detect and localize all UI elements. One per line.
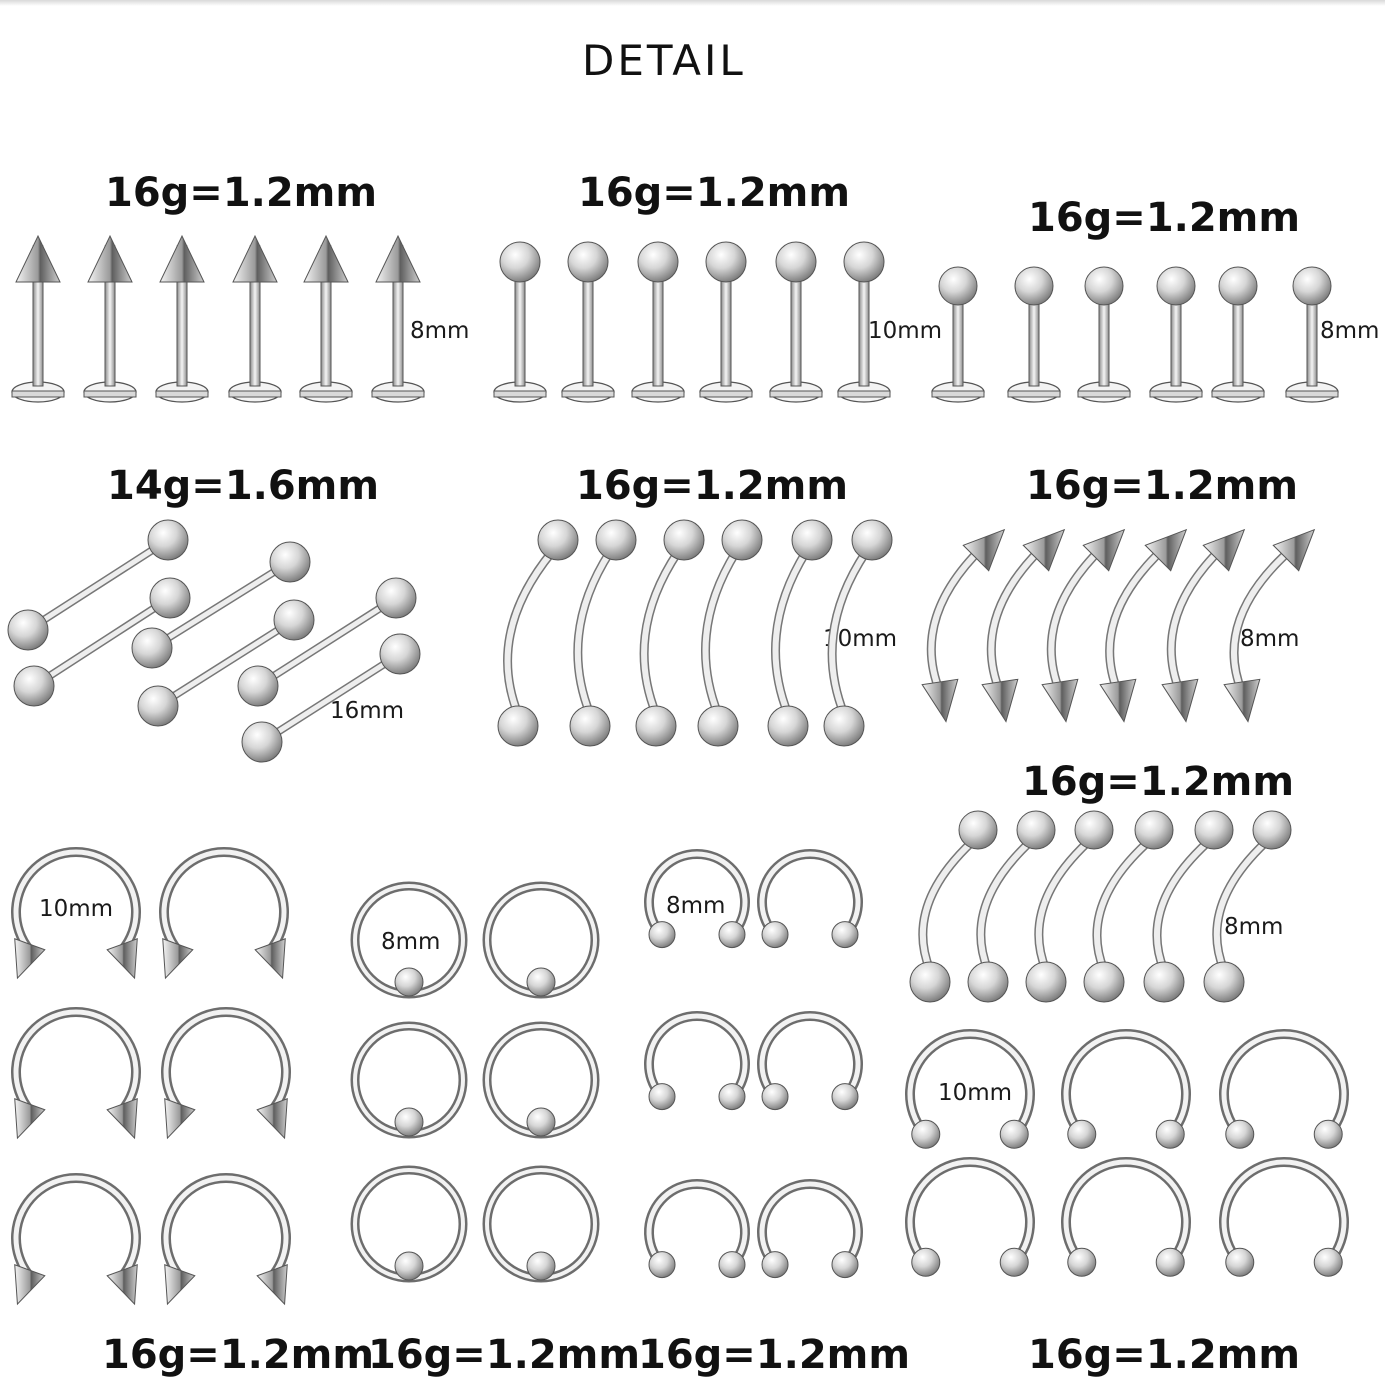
curved-barbell-8-4 — [1083, 810, 1174, 1003]
horseshoe-spike-4 — [161, 1007, 291, 1140]
gauge-label-curved-ball-8: 16g=1.2mm — [1022, 759, 1295, 805]
size-label-horseshoe-spike: 10mm — [39, 896, 114, 922]
gauge-label-ball-labret-8: 16g=1.2mm — [1028, 195, 1301, 241]
horseshoe-spike-6 — [161, 1173, 291, 1306]
gauge-label-horseshoe-ball-10: 16g=1.2mm — [1028, 1332, 1301, 1378]
straight-barbell-3 — [131, 541, 311, 669]
horseshoe-ball-10-3 — [1219, 1029, 1349, 1149]
size-label-horseshoe-ball-8: 8mm — [666, 893, 726, 919]
horseshoe-ball-8-2 — [757, 849, 863, 949]
gauge-label-curved-spike-8: 16g=1.2mm — [1026, 463, 1299, 509]
curved-barbell-spike-2 — [981, 528, 1066, 723]
spike-labret-2 — [83, 234, 137, 403]
spike-labret-5 — [299, 234, 353, 403]
size-label-ball-labret-10: 10mm — [868, 318, 943, 344]
curved-barbell-8-3 — [1025, 810, 1114, 1003]
captive-ring-3 — [350, 1021, 468, 1139]
horseshoe-ball-10-1 — [905, 1029, 1035, 1149]
horseshoe-ball-8-1 — [644, 849, 750, 949]
ball-labret-10-6 — [837, 241, 891, 403]
captive-ring-6 — [482, 1165, 600, 1283]
horseshoe-ball-10-5 — [1061, 1157, 1191, 1277]
horseshoe-ball-8-3 — [644, 1011, 750, 1111]
curved-barbell-8-6 — [1203, 810, 1292, 1003]
ball-labret-8-5 — [1211, 266, 1265, 403]
curved-barbell-10-2 — [569, 519, 637, 747]
size-label-ball-labret-8: 8mm — [1320, 318, 1380, 344]
curved-barbell-8-2 — [967, 810, 1056, 1003]
gauge-label-straight-barbell: 14g=1.6mm — [107, 463, 380, 509]
curved-barbell-8-1 — [909, 810, 998, 1003]
horseshoe-spike-3 — [11, 1007, 141, 1140]
size-label-horseshoe-ball-10: 10mm — [938, 1080, 1013, 1106]
page-title: DETAIL — [582, 36, 746, 85]
horseshoe-ball-10-6 — [1219, 1157, 1349, 1277]
captive-ring-1 — [350, 881, 468, 999]
curved-barbell-spike-4 — [1099, 528, 1188, 723]
ball-labret-10-3 — [631, 241, 685, 403]
gauge-label-curved-ball-10: 16g=1.2mm — [576, 463, 849, 509]
curved-barbell-spike-3 — [1041, 528, 1126, 723]
size-label-captive-ring: 8mm — [381, 929, 441, 955]
captive-ring-4 — [482, 1021, 600, 1139]
ball-labret-10-2 — [561, 241, 615, 403]
horseshoe-ball-10-2 — [1061, 1029, 1191, 1149]
horseshoe-ball-8-5 — [644, 1179, 750, 1279]
spike-labret-6 — [371, 234, 425, 403]
gauge-label-ball-labret-10: 16g=1.2mm — [578, 170, 851, 216]
gauge-label-horseshoe-spike: 16g=1.2mm — [102, 1332, 375, 1378]
curved-barbell-spike-5 — [1161, 528, 1246, 723]
horseshoe-spike-2 — [159, 847, 289, 980]
curved-barbell-10-3 — [635, 519, 705, 747]
horseshoe-ball-10-4 — [905, 1157, 1035, 1277]
straight-barbell-1 — [7, 519, 189, 651]
straight-barbell-2 — [13, 577, 191, 707]
ball-labret-8-4 — [1149, 266, 1203, 403]
top-divider — [0, 0, 1385, 6]
captive-ring-5 — [350, 1165, 468, 1283]
horseshoe-spike-1 — [11, 847, 141, 980]
horseshoe-ball-8-4 — [757, 1011, 863, 1111]
curved-barbell-10-1 — [497, 519, 579, 747]
straight-barbell-4 — [137, 599, 315, 727]
horseshoe-spike-5 — [11, 1173, 141, 1306]
ball-labret-10-1 — [493, 241, 547, 403]
spike-labret-4 — [228, 234, 282, 403]
size-label-straight-barbell: 16mm — [330, 698, 405, 724]
straight-barbell-5 — [237, 577, 417, 707]
size-label-curved-ball-8: 8mm — [1224, 914, 1284, 940]
ball-labret-10-5 — [769, 241, 823, 403]
curved-barbell-spike-1 — [921, 528, 1006, 723]
spike-labret-3 — [155, 234, 209, 403]
straight-barbell-6 — [241, 633, 421, 763]
curved-barbell-spike-6 — [1223, 528, 1316, 723]
spike-labret-1 — [11, 234, 65, 403]
horseshoe-ball-8-6 — [757, 1179, 863, 1279]
curved-barbell-8-5 — [1143, 810, 1234, 1003]
gauge-label-spike-labret: 16g=1.2mm — [105, 170, 378, 216]
size-label-curved-spike-8: 8mm — [1240, 626, 1300, 652]
ball-labret-10-4 — [699, 241, 753, 403]
captive-ring-2 — [482, 881, 600, 999]
gauge-label-captive-ring: 16g=1.2mm — [368, 1332, 641, 1378]
curved-barbell-10-5 — [767, 519, 833, 747]
size-label-spike-labret: 8mm — [410, 318, 470, 344]
curved-barbell-10-4 — [697, 519, 763, 747]
ball-labret-8-2 — [1007, 266, 1061, 403]
curved-barbell-10-6 — [823, 519, 893, 747]
ball-labret-8-6 — [1285, 266, 1339, 403]
ball-labret-8-1 — [931, 266, 985, 403]
gauge-label-horseshoe-ball-8: 16g=1.2mm — [638, 1332, 911, 1378]
ball-labret-8-3 — [1077, 266, 1131, 403]
